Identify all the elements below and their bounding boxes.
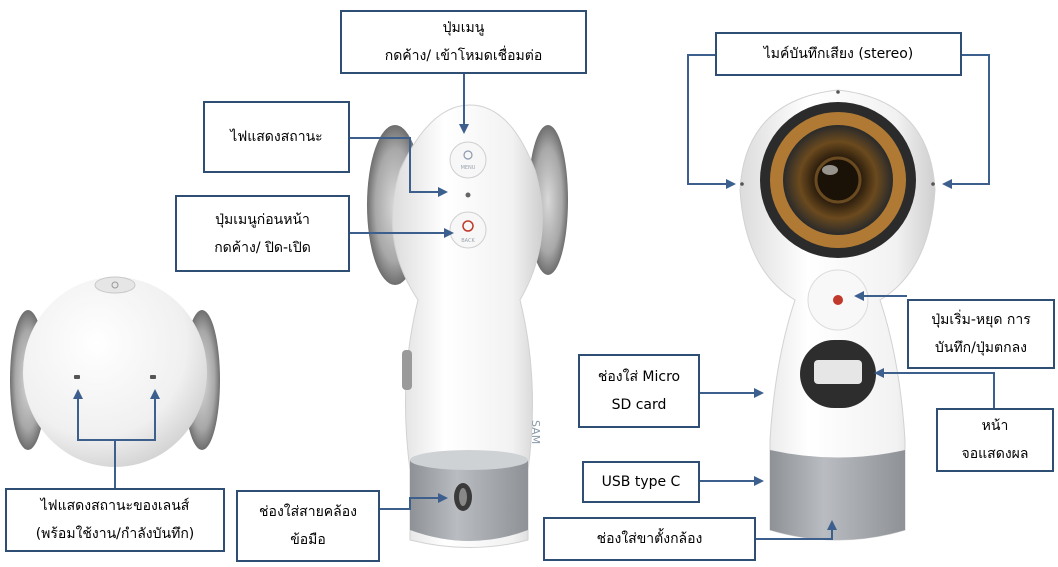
callout-display-line2: จอแสดงผล: [961, 446, 1029, 462]
arrow-display: [874, 368, 995, 408]
power-icon: [462, 220, 474, 232]
callout-sd-slot: ช่องใส่ Micro SD card: [578, 354, 700, 428]
callout-record-button: ปุ่มเริ่ม-หยุด การ บันทึก/ปุ่มตกลง: [907, 299, 1055, 369]
callout-sd-slot-line2: SD card: [611, 397, 667, 413]
callout-menu-button-line1: ปุ่มเมนู: [442, 20, 485, 36]
power-mark-icon: [111, 281, 119, 289]
callout-lens-status-light: ไฟแสดงสถานะของเลนส์ (พร้อมใช้งาน/กำลังบั…: [5, 488, 225, 552]
record-dot: [833, 295, 843, 305]
callout-status-light-line1: ไฟแสดงสถานะ: [230, 129, 323, 145]
callout-display: หน้า จอแสดงผล: [936, 408, 1054, 472]
arrow-strap: [380, 493, 448, 510]
callout-display-line1: หน้า: [981, 418, 1009, 434]
camera-top-view: [10, 276, 220, 467]
side-body: [391, 104, 543, 548]
callout-arrows: [73, 54, 995, 540]
lens-status-led-left: [74, 375, 80, 379]
strap-slot-inner: [459, 488, 467, 506]
callout-strap-slot-line2: ข้อมือ: [290, 532, 326, 548]
arrow-status: [349, 137, 448, 197]
menu-key-label: MENU: [461, 165, 476, 171]
callout-lens-status-light-line1: ไฟแสดงสถานะของเลนส์: [40, 498, 190, 514]
callout-status-light: ไฟแสดงสถานะ: [203, 101, 350, 173]
bluetooth-icon: [463, 150, 473, 160]
brand-mark: SAM: [529, 420, 542, 444]
back-key-label: BACK: [461, 238, 475, 244]
arrow-mic-left: [687, 54, 736, 189]
callout-record-button-line1: ปุ่มเริ่ม-หยุด การ: [931, 312, 1031, 328]
callout-stereo-mic-line1: ไมค์บันทึกเสียง (stereo): [763, 46, 914, 62]
camera-top-body: [23, 277, 207, 467]
front-base: [770, 450, 905, 540]
top-mic: [836, 90, 840, 94]
top-button: [94, 276, 136, 294]
mic-left: [740, 182, 744, 186]
side-slot-cover: [402, 350, 412, 390]
callout-back-button-line2: กดค้าง/ ปิด-เปิด: [214, 239, 311, 256]
lens-glint: [822, 165, 838, 175]
callout-tripod-mount-line1: ช่องใส่ขาตั้งกล้อง: [596, 531, 703, 547]
camera-side-view: SAM: [367, 104, 568, 548]
callout-menu-button: ปุ่มเมนู กดค้าง/ เข้าโหมดเชื่อมต่อ: [340, 10, 587, 74]
arrow-lens-led-left: [73, 389, 116, 488]
lens-status-led-right: [150, 375, 156, 379]
callout-tripod-mount: ช่องใส่ขาตั้งกล้อง: [543, 517, 756, 561]
status-led: [465, 192, 471, 198]
callout-record-button-line2: บันทึก/ปุ่มตกลง: [935, 340, 1027, 356]
callout-back-button: ปุ่มเมนูก่อนหน้า กดค้าง/ ปิด-เปิด: [175, 195, 350, 272]
arrow-tripod: [756, 520, 837, 540]
callout-menu-button-line2: กดค้าง/ เข้าโหมดเชื่อมต่อ: [384, 48, 543, 64]
display-glare: [814, 360, 862, 384]
arrow-lens-led-right: [115, 389, 160, 441]
callout-usb-port-line1: USB type C: [601, 474, 681, 490]
menu-key: [449, 141, 487, 179]
base-seam: [410, 450, 528, 470]
camera-front-view: [739, 89, 936, 541]
callout-back-button-line1: ปุ่มเมนูก่อนหน้า: [215, 211, 310, 228]
callout-strap-slot-line1: ช่องใส่สายคล้อง: [259, 504, 357, 520]
callout-lens-status-light-line2: (พร้อมใช้งาน/กำลังบันทึก): [35, 526, 195, 542]
mic-right: [931, 182, 935, 186]
callout-stereo-mic: ไมค์บันทึกเสียง (stereo): [715, 32, 962, 76]
lens-center: [814, 156, 862, 204]
callout-strap-slot: ช่องใส่สายคล้อง ข้อมือ: [236, 490, 380, 562]
callout-sd-slot-line1: ช่องใส่ Micro: [597, 369, 681, 385]
callout-usb-port: USB type C: [582, 461, 700, 503]
arrow-mic-right: [942, 54, 990, 189]
